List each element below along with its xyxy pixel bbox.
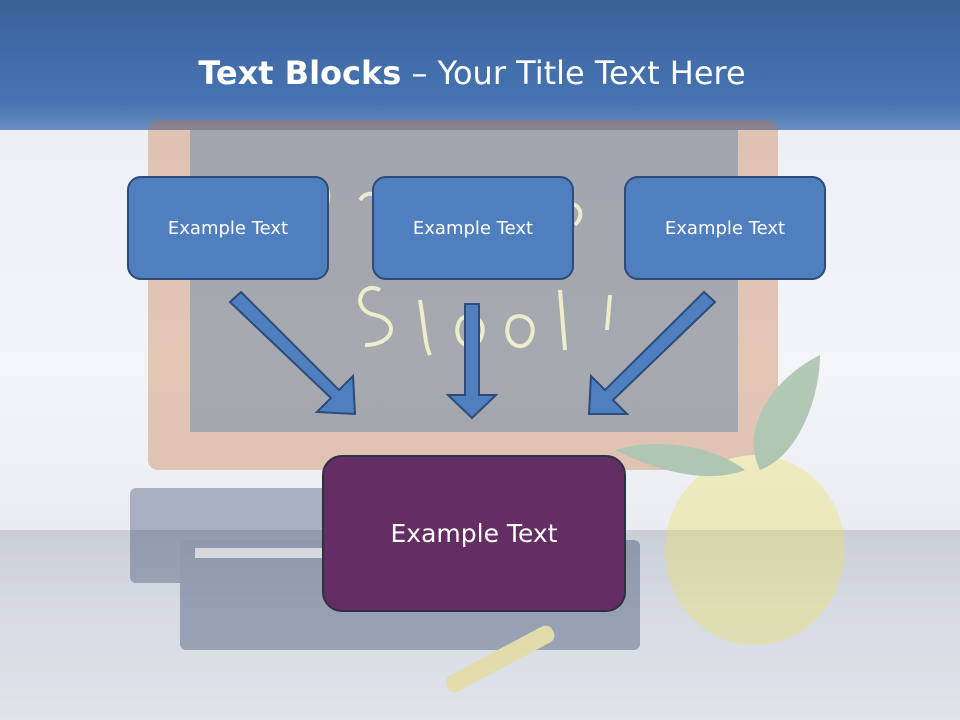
- title-rest: Your Title Text Here: [437, 54, 746, 92]
- arrow-down-icon: [445, 303, 499, 420]
- text-block-2-label: Example Text: [412, 217, 534, 239]
- target-block[interactable]: Example Text: [322, 455, 626, 612]
- text-block-2[interactable]: Example Text: [372, 176, 574, 280]
- title-dash: –: [401, 54, 438, 92]
- arrow-left-icon: [228, 290, 357, 416]
- target-block-label: Example Text: [390, 519, 558, 548]
- text-block-1[interactable]: Example Text: [127, 176, 329, 280]
- arrow-right-icon: [587, 290, 717, 415]
- apple-leaf: [753, 355, 820, 470]
- text-block-1-label: Example Text: [167, 217, 289, 239]
- title-strong: Text Blocks: [198, 54, 402, 92]
- text-block-3[interactable]: Example Text: [624, 176, 826, 280]
- page-title: Text Blocks – Your Title Text Here: [0, 54, 944, 92]
- chalk-stick: [445, 625, 555, 693]
- apple: [665, 455, 845, 645]
- text-block-3-label: Example Text: [664, 217, 786, 239]
